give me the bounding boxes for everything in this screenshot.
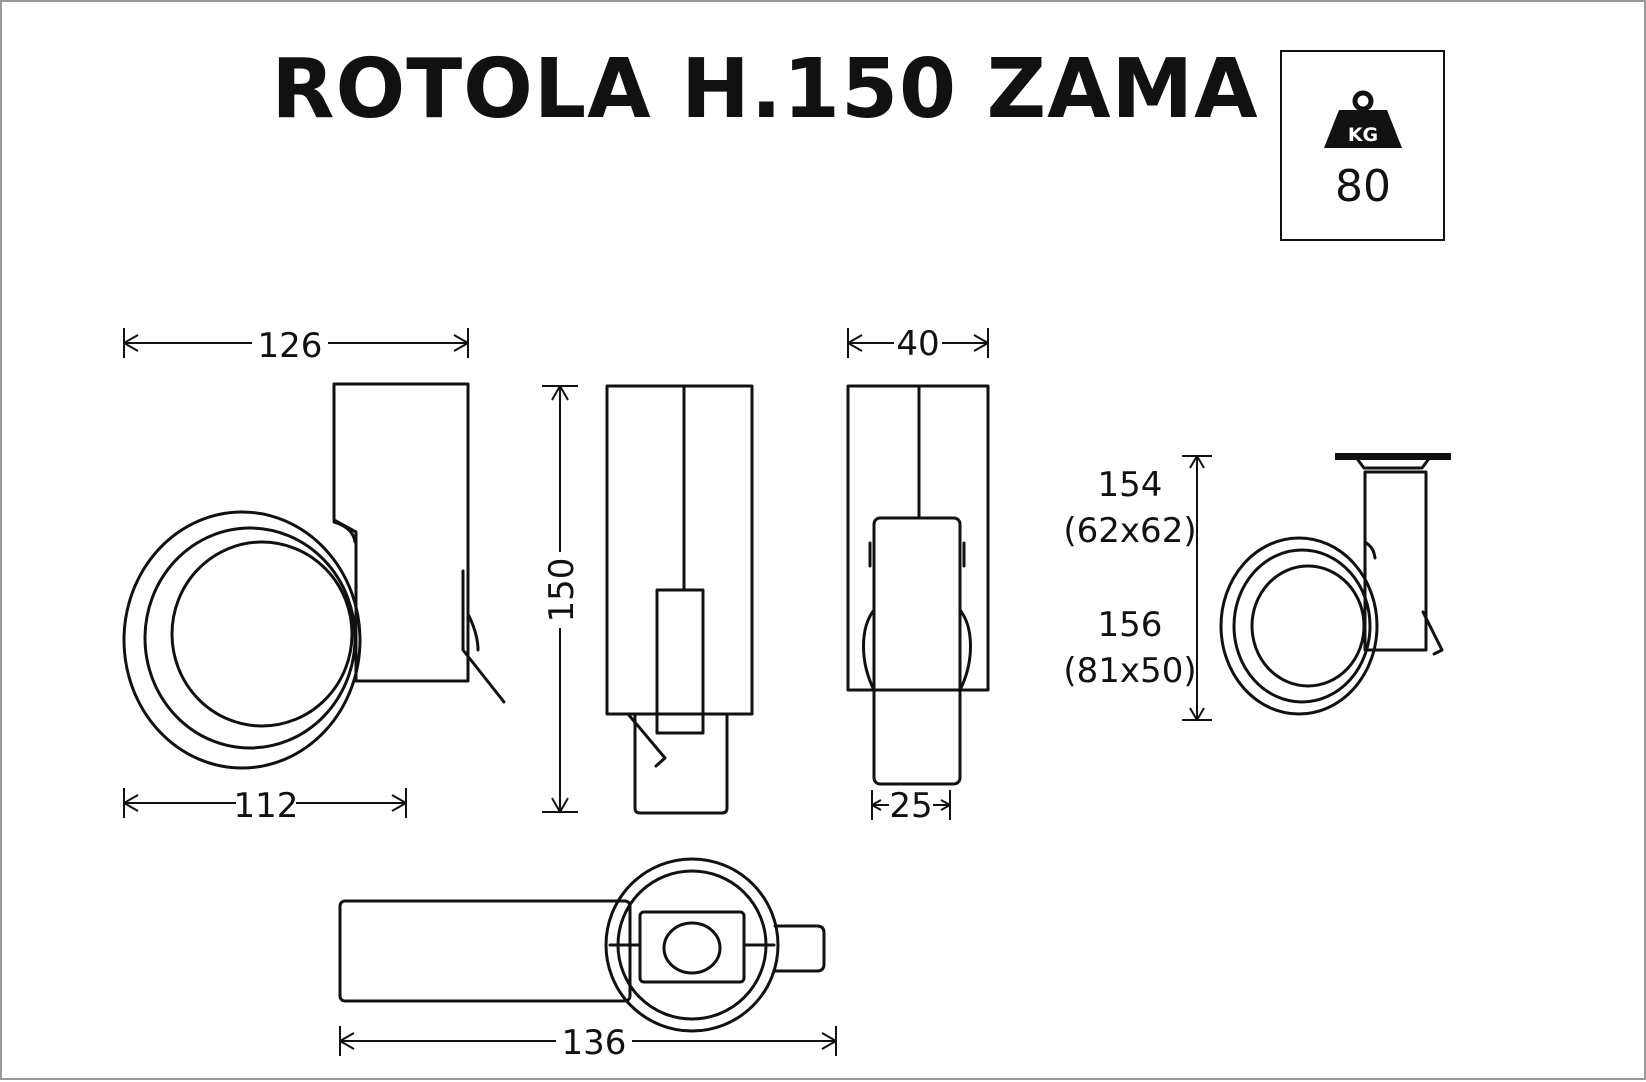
front-view	[605, 384, 754, 815]
load-value: 80	[1335, 161, 1391, 212]
variant-b-plate: (81x50)	[1063, 651, 1196, 691]
load-unit: KG	[1348, 124, 1378, 146]
top-view: 136	[338, 857, 837, 1063]
dim-wheel-diameter: 112	[234, 786, 299, 826]
dim-depth: 136	[562, 1023, 627, 1063]
height-dimension: 150	[540, 385, 582, 813]
load-badge: KG 80	[1280, 50, 1445, 241]
dim-width-top: 126	[258, 326, 323, 366]
rear-view: 40 25	[846, 322, 990, 826]
dim-wheel-width: 25	[889, 786, 932, 826]
weight-icon	[1324, 90, 1402, 148]
side-view: 126 112	[122, 324, 506, 826]
variant-b-code: 156	[1098, 605, 1163, 645]
plate-variant-view: 154 (62x62) 156 (81x50)	[1063, 453, 1451, 721]
dim-body-width: 40	[896, 324, 939, 364]
product-title: ROTOLA H.150 ZAMA	[271, 42, 1259, 137]
variant-a-plate: (62x62)	[1063, 511, 1196, 551]
variant-a-code: 154	[1098, 465, 1163, 505]
dim-height: 150	[542, 558, 582, 623]
